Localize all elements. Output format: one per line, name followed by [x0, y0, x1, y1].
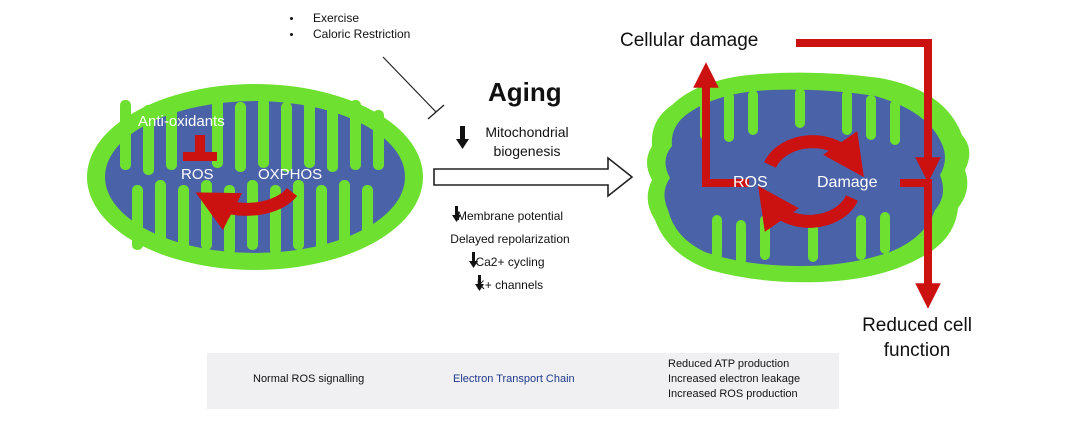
left-mitochondrion — [87, 84, 423, 270]
effect-delayed-repolarization: Delayed repolarization — [450, 232, 570, 246]
effect-k-channels: K+ channels — [476, 278, 544, 292]
right-mitochondrion — [647, 72, 970, 283]
mito-biogenesis-label: Mitochondrial biogenesis — [485, 124, 569, 159]
aging-title: Aging — [488, 77, 562, 107]
right-cristae — [700, 88, 900, 265]
effect-ca-cycling: Ca2+ cycling — [475, 255, 545, 269]
outcome-atp: Reduced ATP production — [668, 358, 790, 370]
outcome-ros: Increased ROS production — [668, 388, 798, 400]
etc-label: Electron Transport Chain — [453, 373, 575, 385]
bullet-icon — [290, 32, 293, 36]
reduced-function-label: Reduced cell function — [862, 315, 972, 361]
cellular-damage-paths — [693, 39, 941, 309]
right-ros-label: ROS — [733, 174, 768, 191]
antioxidants-label: Anti-oxidants — [138, 113, 225, 130]
outcome-electron-leakage: Increased electron leakage — [668, 373, 801, 385]
decrease-arrow-biogenesis — [456, 126, 469, 149]
intervention-caloric-restriction: Caloric Restriction — [313, 27, 411, 41]
cellular-damage-label: Cellular damage — [620, 30, 759, 51]
aging-progression-arrow — [433, 156, 634, 198]
effect-down-arrows — [452, 206, 484, 291]
aging-effects-list: Membrane potential Delayed repolarizatio… — [430, 205, 590, 297]
intervention-exercise: Exercise — [313, 11, 360, 25]
left-ros-label: ROS — [181, 166, 214, 183]
bullet-icon — [290, 16, 293, 20]
damage-label: Damage — [817, 174, 878, 191]
left-cristae — [120, 98, 384, 255]
effect-membrane-potential: Membrane potential — [456, 209, 564, 223]
etc-outcomes-list: Reduced ATP production Increased electro… — [668, 357, 800, 402]
oxphos-label: OXPHOS — [258, 166, 323, 183]
etc-summary-panel — [207, 353, 839, 409]
intervention-list: Exercise Caloric Restriction — [290, 10, 410, 42]
normal-ros-label: Normal ROS signalling — [253, 373, 365, 385]
